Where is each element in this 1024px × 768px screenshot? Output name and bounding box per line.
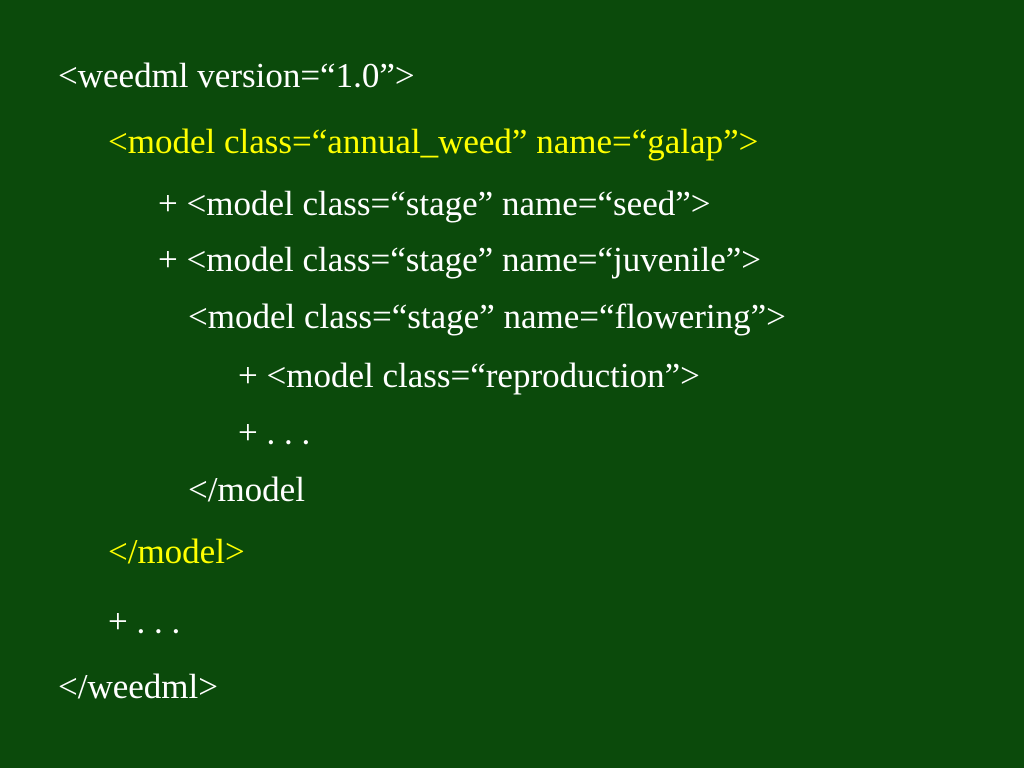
weedml-open-tag: <weedml version=“1.0”> — [58, 56, 415, 95]
model-annual-weed-close-tag: </model> — [108, 532, 245, 571]
weedml-ellipsis-line: + . . . — [108, 602, 181, 641]
model-reproduction-line: + <model class=“reproduction”> — [238, 356, 700, 395]
model-stage-juvenile-line: + <model class=“stage” name=“juvenile”> — [158, 240, 762, 279]
model-stage-seed-line: + <model class=“stage” name=“seed”> — [158, 184, 711, 223]
model-stage-flowering-open-tag: <model class=“stage” name=“flowering”> — [188, 297, 786, 336]
flowering-ellipsis-line: + . . . — [238, 413, 311, 452]
flowering-close-tag: </model — [188, 470, 305, 509]
weedml-close-tag: </weedml> — [58, 667, 218, 706]
model-annual-weed-open-tag: <model class=“annual_weed” name=“galap”> — [108, 122, 759, 161]
